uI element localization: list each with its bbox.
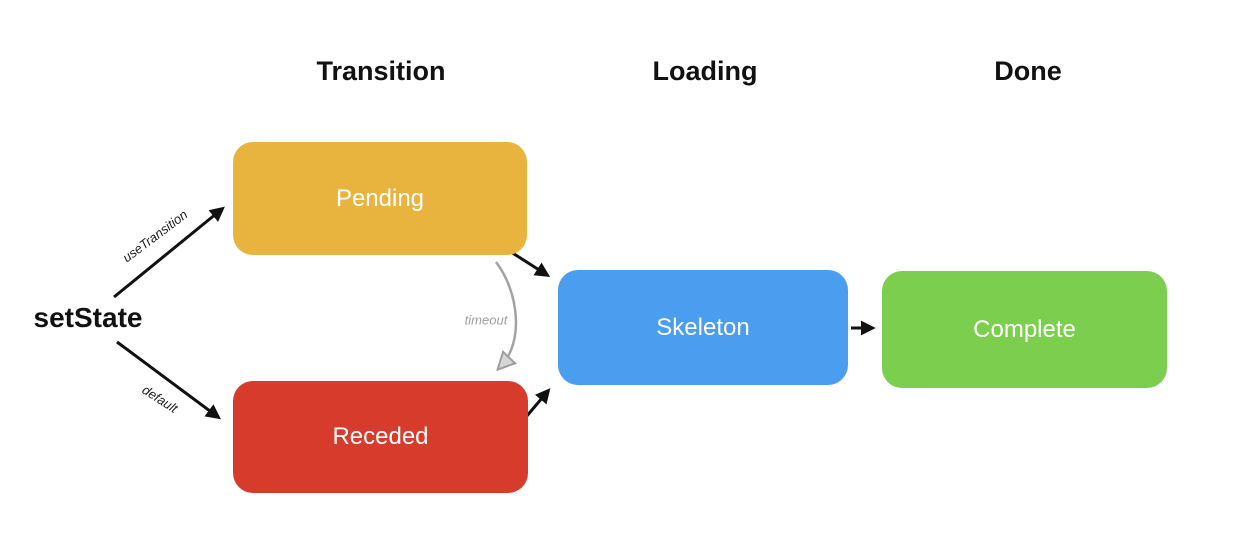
state-node-pending: Pending <box>233 142 527 255</box>
arrow-receded-to-skeleton <box>524 388 551 418</box>
arrow-pending-to-skeleton <box>510 250 551 278</box>
column-header-transition: Transition <box>316 56 446 86</box>
state-node-receded: Receded <box>233 381 528 493</box>
edge-label-timeout: timeout <box>464 312 508 328</box>
column-header-loading: Loading <box>652 56 758 86</box>
node-label-complete: Complete <box>973 315 1076 343</box>
setstate-label: setState <box>33 302 143 333</box>
node-label-skeleton: Skeleton <box>656 313 750 341</box>
column-header-done: Done <box>994 56 1062 86</box>
edge-label-default: default <box>139 382 181 416</box>
node-label-receded: Receded <box>332 423 429 450</box>
edge-label-usetransition: useTransition <box>119 206 191 266</box>
node-label-pending: Pending <box>335 184 425 212</box>
state-node-skeleton: Skeleton <box>558 270 848 385</box>
state-node-complete: Complete <box>882 271 1167 388</box>
